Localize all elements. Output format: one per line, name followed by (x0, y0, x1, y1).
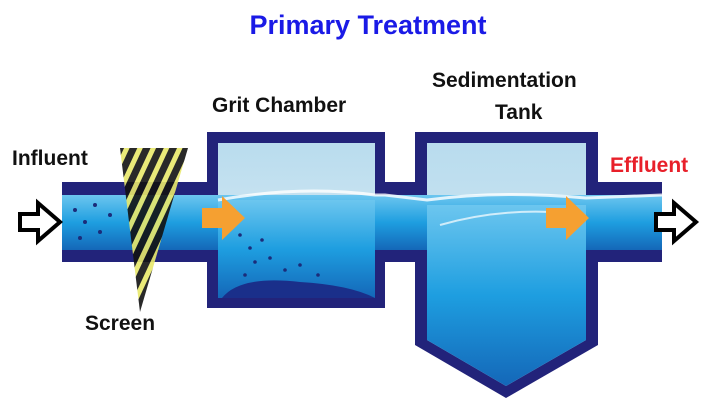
flow-arrow-icon (202, 196, 245, 240)
label-tank: Tank (495, 101, 543, 124)
screen (120, 148, 188, 312)
label-grit-chamber: Grit Chamber (212, 94, 346, 117)
label-effluent: Effluent (610, 154, 688, 177)
diagram-title: Primary Treatment (249, 10, 486, 40)
effluent-arrow-icon (654, 198, 700, 246)
particles (73, 203, 320, 277)
label-sedimentation: Sedimentation (432, 69, 577, 92)
flow-arrow-icon (546, 196, 589, 240)
influent-arrow-icon (18, 198, 64, 246)
label-screen: Screen (85, 312, 155, 335)
label-influent: Influent (12, 147, 88, 170)
grit-sediment (222, 280, 375, 298)
